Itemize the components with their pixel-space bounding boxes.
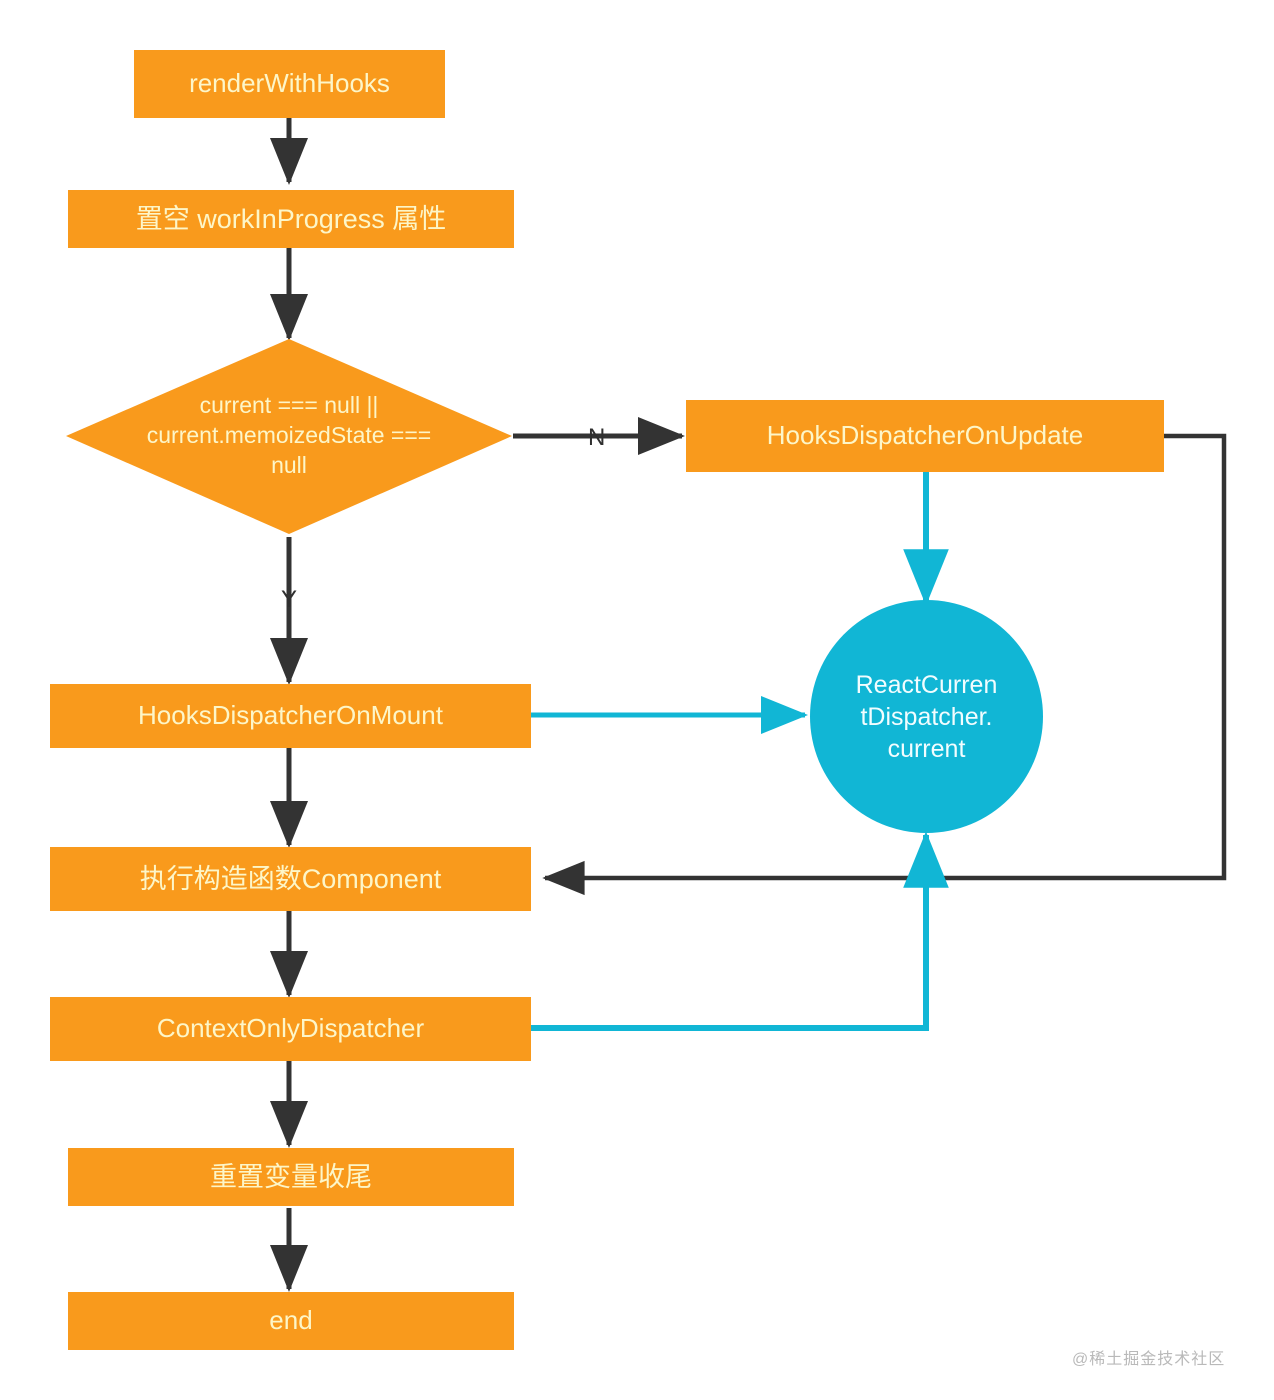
watermark: @稀土掘金技术社区 xyxy=(1072,1351,1226,1368)
edge-label-no: N xyxy=(588,424,606,451)
edge-label-yes: Y xyxy=(281,586,298,613)
node-hooks-dispatcher-on-update[interactable]: HooksDispatcherOnUpdate xyxy=(686,400,1164,472)
node-run-component[interactable]: 执行构造函数Component xyxy=(50,847,531,911)
node-cleanup-variables[interactable]: 重置变量收尾 xyxy=(68,1148,514,1206)
edge-onupdate-loopback-to-component xyxy=(542,433,1227,896)
node-context-only-dispatcher[interactable]: ContextOnlyDispatcher xyxy=(50,997,531,1061)
decision-diamond-shape xyxy=(66,339,512,534)
node-reset-work-in-progress[interactable]: 置空 workInProgress 属性 xyxy=(68,190,514,248)
node-react-current-dispatcher-current[interactable]: ReactCurren tDispatcher. current xyxy=(810,600,1043,833)
node-decision-current-null[interactable]: current === null || current.memoizedStat… xyxy=(146,392,432,478)
node-hooks-dispatcher-on-mount[interactable]: HooksDispatcherOnMount xyxy=(50,684,531,748)
edge-contextonly-to-dispatcher xyxy=(531,831,949,1031)
node-end[interactable]: end xyxy=(68,1292,514,1350)
node-render-with-hooks[interactable]: renderWithHooks xyxy=(134,50,445,118)
